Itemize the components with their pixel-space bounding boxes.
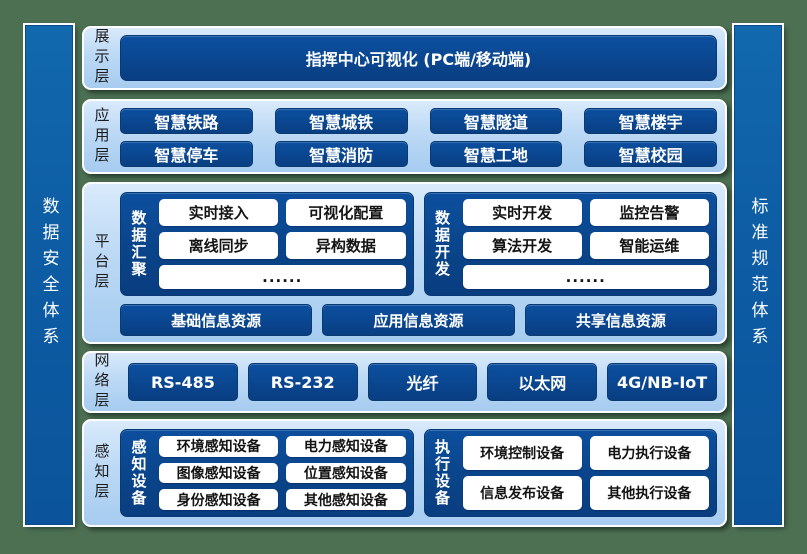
platform-node: 算法开发 bbox=[462, 232, 582, 259]
application-node: 智慧铁路 bbox=[120, 108, 253, 134]
platform-node: 可视化配置 bbox=[286, 199, 406, 226]
application-node: 智慧城铁 bbox=[274, 108, 408, 134]
sensing-node: 身份感知设备 bbox=[159, 489, 279, 510]
platform-node: 实时开发 bbox=[462, 199, 582, 226]
platform-node-ellipsis: ...... bbox=[159, 265, 406, 289]
layer-display-content: 指挥中心可视化 (PC端/移动端) bbox=[120, 28, 725, 88]
application-node: 智慧隧道 bbox=[429, 108, 563, 134]
platform-node: 离线同步 bbox=[159, 232, 279, 259]
platform-resources-row: 基础信息资源 应用信息资源 共享信息资源 bbox=[120, 304, 717, 336]
pillar-standards: 标准规范体系 bbox=[734, 25, 782, 525]
layer-display: 展示层 指挥中心可视化 (PC端/移动端) bbox=[82, 26, 727, 90]
platform-node-ellipsis: ...... bbox=[462, 265, 709, 289]
platform-node: 异构数据 bbox=[286, 232, 406, 259]
application-grid: 智慧铁路 智慧城铁 智慧隧道 智慧楼宇 智慧停车 智慧消防 智慧工地 智慧校园 bbox=[120, 101, 725, 172]
platform-groups: 数据汇聚 实时接入 可视化配置 离线同步 异构数据 ...... 数据开发 bbox=[120, 192, 717, 296]
resource-node: 基础信息资源 bbox=[120, 304, 313, 336]
application-node: 智慧工地 bbox=[429, 141, 563, 167]
network-grid: RS-485 RS-232 光纤 以太网 4G/NB-IoT bbox=[120, 353, 725, 411]
layer-display-label: 展示层 bbox=[92, 28, 111, 88]
group-data-aggregation-label: 数据汇聚 bbox=[129, 210, 148, 278]
pillar-standards-label: 标准规范体系 bbox=[747, 197, 768, 353]
sensing-node: 图像感知设备 bbox=[159, 462, 279, 484]
layer-application-content: 智慧铁路 智慧城铁 智慧隧道 智慧楼宇 智慧停车 智慧消防 智慧工地 智慧校园 bbox=[120, 101, 725, 172]
network-node: 光纤 bbox=[367, 363, 478, 401]
group-execution-devices-label: 执行设备 bbox=[433, 439, 451, 507]
execution-node: 其他执行设备 bbox=[589, 476, 709, 510]
network-node: RS-232 bbox=[247, 363, 358, 401]
layer-application-label: 应用层 bbox=[92, 106, 111, 167]
layer-platform-content: 数据汇聚 实时接入 可视化配置 离线同步 异构数据 ...... 数据开发 bbox=[120, 184, 725, 342]
network-node: RS-485 bbox=[128, 363, 238, 401]
application-node: 智慧楼宇 bbox=[584, 108, 717, 134]
layer-network-label: 网络层 bbox=[92, 352, 111, 412]
resource-node: 共享信息资源 bbox=[524, 304, 717, 336]
pillar-data-security: 数据安全体系 bbox=[25, 25, 73, 525]
sensing-node: 环境感知设备 bbox=[159, 436, 279, 457]
group-data-development-label: 数据开发 bbox=[433, 210, 451, 278]
layer-network: 网络层 RS-485 RS-232 光纤 以太网 4G/NB-IoT bbox=[82, 351, 727, 413]
layer-perception-label: 感知层 bbox=[92, 443, 111, 503]
resource-node: 应用信息资源 bbox=[322, 304, 515, 336]
layer-application: 应用层 智慧铁路 智慧城铁 智慧隧道 智慧楼宇 智慧停车 智慧消防 智慧工地 智… bbox=[82, 99, 727, 174]
group-sensing-devices: 感知设备 环境感知设备 电力感知设备 图像感知设备 位置感知设备 身份感知设备 … bbox=[120, 429, 414, 517]
group-sensing-devices-label: 感知设备 bbox=[129, 439, 148, 507]
sensing-node: 位置感知设备 bbox=[286, 462, 406, 484]
network-node: 4G/NB-IoT bbox=[607, 363, 717, 401]
execution-node: 信息发布设备 bbox=[462, 476, 582, 510]
layer-platform-label: 平台层 bbox=[92, 233, 111, 293]
execution-node: 环境控制设备 bbox=[462, 436, 582, 470]
platform-node: 监控告警 bbox=[589, 199, 709, 226]
sensing-node: 电力感知设备 bbox=[286, 436, 406, 457]
network-node: 以太网 bbox=[487, 363, 598, 401]
layer-platform: 平台层 数据汇聚 实时接入 可视化配置 离线同步 异构数据 ...... bbox=[82, 182, 727, 344]
pillar-data-security-label: 数据安全体系 bbox=[38, 197, 59, 353]
layer-network-content: RS-485 RS-232 光纤 以太网 4G/NB-IoT bbox=[120, 353, 725, 411]
application-node: 智慧校园 bbox=[584, 141, 717, 167]
application-node: 智慧消防 bbox=[274, 141, 408, 167]
layer-perception: 感知层 感知设备 环境感知设备 电力感知设备 图像感知设备 位置感知设备 身份感… bbox=[82, 419, 727, 527]
layer-perception-content: 感知设备 环境感知设备 电力感知设备 图像感知设备 位置感知设备 身份感知设备 … bbox=[120, 421, 725, 525]
sensing-node: 其他感知设备 bbox=[286, 489, 406, 510]
platform-node: 实时接入 bbox=[159, 199, 279, 226]
group-data-aggregation: 数据汇聚 实时接入 可视化配置 离线同步 异构数据 ...... bbox=[120, 192, 414, 296]
display-banner-node: 指挥中心可视化 (PC端/移动端) bbox=[120, 35, 717, 81]
group-data-development: 数据开发 实时开发 监控告警 算法开发 智能运维 ...... bbox=[423, 192, 717, 296]
platform-node: 智能运维 bbox=[589, 232, 709, 259]
group-execution-devices: 执行设备 环境控制设备 电力执行设备 信息发布设备 其他执行设备 bbox=[423, 429, 717, 517]
perception-groups: 感知设备 环境感知设备 电力感知设备 图像感知设备 位置感知设备 身份感知设备 … bbox=[120, 429, 717, 517]
execution-node: 电力执行设备 bbox=[589, 436, 709, 470]
application-node: 智慧停车 bbox=[120, 141, 253, 167]
